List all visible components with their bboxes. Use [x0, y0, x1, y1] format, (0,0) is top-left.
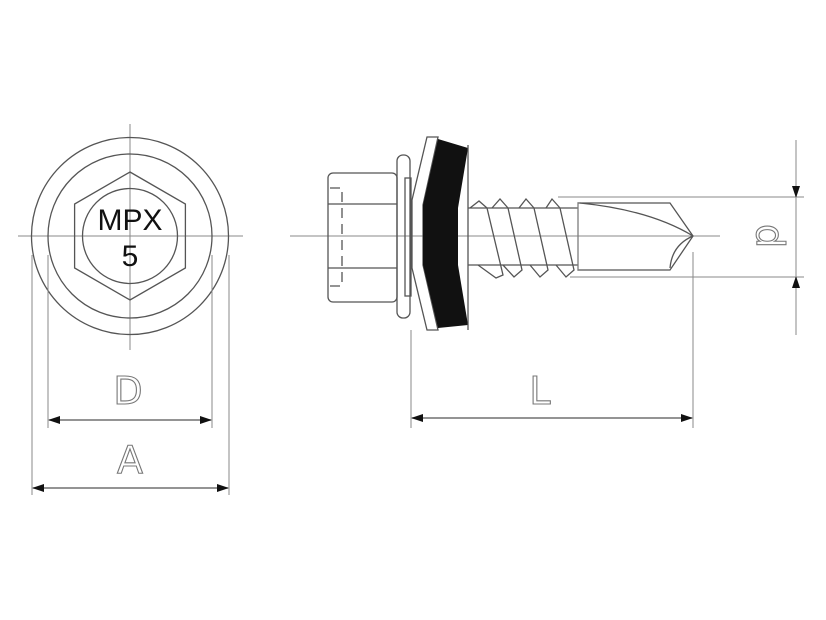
washer-outer-circle — [30, 136, 230, 336]
drill-flute-arc — [669, 235, 694, 269]
head-marking-size: 5 — [122, 240, 139, 273]
hex-head-outline — [73, 171, 187, 301]
head-top-view: MPX 5 D A — [18, 124, 243, 495]
flange-circle — [47, 153, 213, 319]
dimension-l-label: L — [529, 369, 550, 413]
dimension-a-label: A — [117, 438, 143, 482]
screw-side-view: d L — [290, 136, 804, 428]
epdm-seal-washer — [423, 139, 468, 328]
inner-head-circle — [81, 187, 179, 285]
head-marking-text: MPX — [97, 204, 162, 237]
hex-head-side — [327, 172, 398, 303]
dimension-small-d-label: d — [748, 224, 792, 248]
steel-washer — [411, 136, 439, 331]
drill-flute-curve — [579, 202, 694, 237]
dimension-d-label: D — [113, 369, 142, 413]
flange-side — [396, 154, 411, 319]
hex-hidden-line — [330, 187, 343, 287]
flange-inner — [404, 177, 412, 297]
threads — [469, 197, 575, 279]
